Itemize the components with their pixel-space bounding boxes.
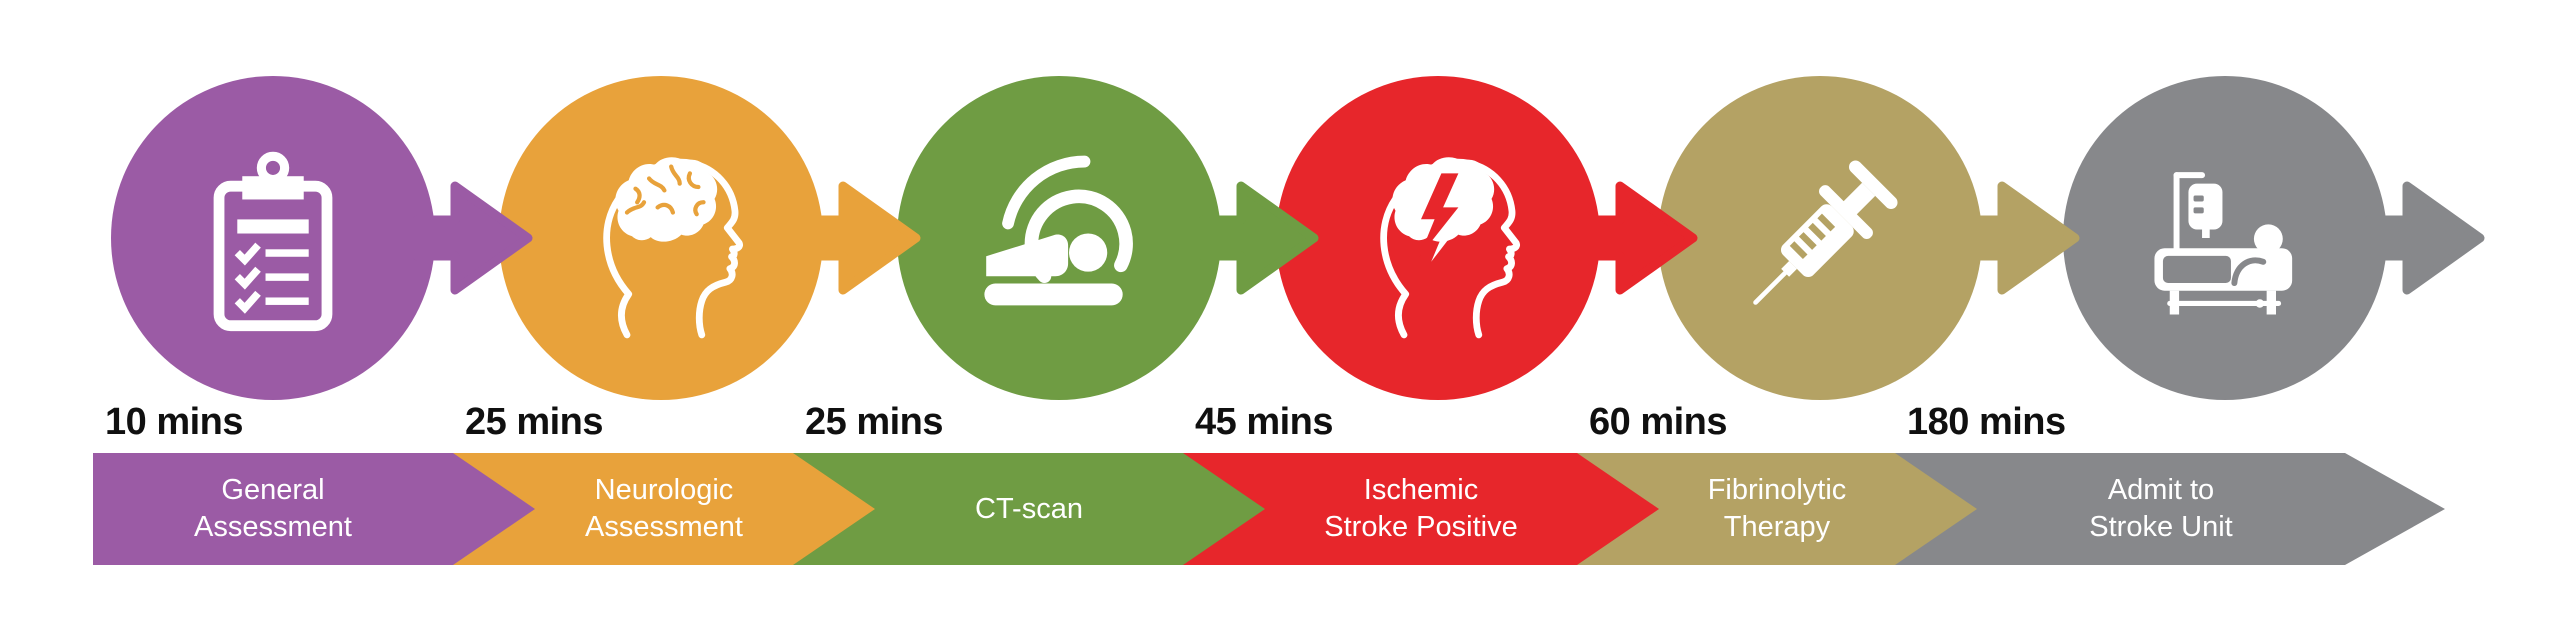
- stage-time-label: 180 mins: [1907, 401, 2066, 443]
- stage-banner-label: CT-scan: [875, 453, 1183, 565]
- banner-label-line: Admit to: [2107, 474, 2215, 506]
- stage-time-label: 45 mins: [1195, 401, 1334, 443]
- stroke-brain-icon: [1276, 76, 1600, 400]
- banner-label-line: Neurologic: [594, 474, 734, 506]
- stage-circle: [1658, 76, 1982, 400]
- banner-label-line: Ischemic: [1363, 474, 1479, 506]
- stage-time-label: 60 mins: [1589, 401, 1728, 443]
- stage-circle: [1276, 76, 1600, 400]
- flow-arrow-icon: [1198, 176, 1324, 305]
- banner-label-line: General: [221, 474, 325, 506]
- checklist-clipboard-icon: [111, 76, 435, 400]
- banner-label-line: Fibrinolytic: [1707, 474, 1847, 506]
- banner-label-line: Assessment: [194, 511, 352, 543]
- stage-time-label: 25 mins: [465, 401, 604, 443]
- banner-label-line: Assessment: [585, 511, 743, 543]
- stage-circle: [2063, 76, 2387, 400]
- brain-head-icon: [499, 76, 823, 400]
- flow-arrow-icon: [800, 176, 926, 305]
- stage-banner: Admit to Stroke Unit: [1895, 453, 2445, 565]
- flow-arrow-icon: [1577, 176, 1703, 305]
- stage-time-label: 10 mins: [105, 401, 244, 443]
- stage-time-label: 25 mins: [805, 401, 944, 443]
- stage-banner-label: Admit to Stroke Unit: [1977, 453, 2345, 565]
- ct-scanner-icon: [897, 76, 1221, 400]
- flow-arrow-icon: [412, 176, 538, 305]
- flow-arrow-icon: [1959, 176, 2085, 305]
- syringe-icon: [1658, 76, 1982, 400]
- banner-label-line: Stroke Positive: [1324, 511, 1518, 543]
- banner-label-line: CT-scan: [975, 492, 1083, 525]
- stage-circle: [897, 76, 1221, 400]
- stage-banner: CT-scan: [793, 453, 1265, 565]
- hospital-bed-icon: [2063, 76, 2387, 400]
- banner-label-line: Therapy: [1723, 511, 1831, 543]
- stage-circle: [111, 76, 435, 400]
- banner-label-line: Stroke Unit: [2089, 511, 2233, 543]
- flow-arrow-icon: [2364, 176, 2490, 305]
- stage-circle: [499, 76, 823, 400]
